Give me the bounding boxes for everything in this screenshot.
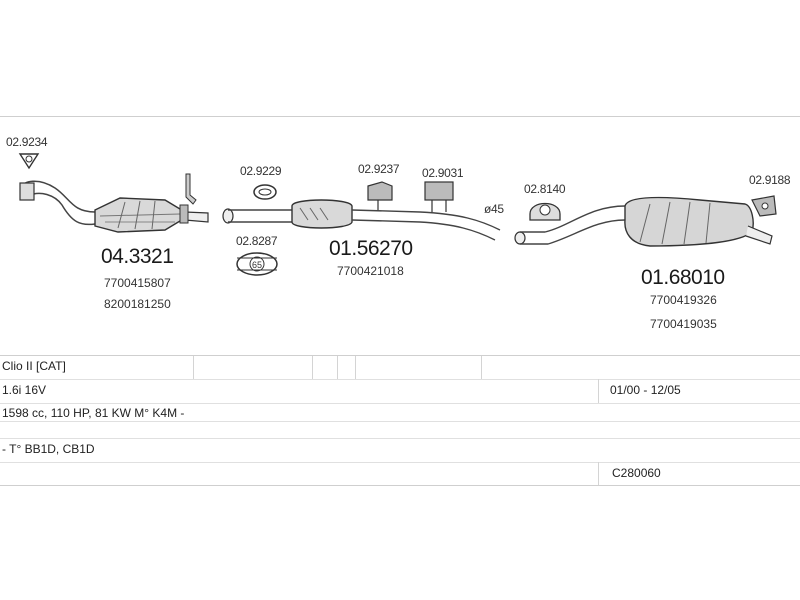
part-number-hanger-b: 02.9031 bbox=[422, 166, 464, 180]
hanger-a-icon[interactable] bbox=[367, 181, 393, 210]
rear-silencer-icon[interactable] bbox=[514, 196, 773, 247]
table-line-2 bbox=[0, 379, 800, 380]
part-number-mount-c: 02.8140 bbox=[524, 182, 566, 196]
table-model: Clio II [CAT] bbox=[2, 359, 66, 373]
table-divider-7 bbox=[598, 462, 599, 485]
exhaust-parts-drawing: 65 bbox=[18, 153, 777, 276]
catalyst-oe-number-1: 7700415807 bbox=[104, 276, 171, 290]
mount-rubber-icon[interactable] bbox=[529, 202, 561, 221]
table-divider-6 bbox=[598, 379, 599, 403]
table-types: - T° BB1D, CB1D bbox=[2, 442, 95, 456]
table-dates: 01/00 - 12/05 bbox=[610, 383, 681, 397]
table-line-5 bbox=[0, 438, 800, 439]
mount-bracket-icon[interactable] bbox=[751, 195, 777, 217]
table-divider-1 bbox=[193, 356, 194, 379]
middle-oe-number: 7700421018 bbox=[337, 264, 404, 278]
table-line-4 bbox=[0, 421, 800, 422]
part-number-hanger-a: 02.9237 bbox=[358, 162, 400, 176]
catalyst-part-icon[interactable] bbox=[19, 173, 209, 233]
table-engine: 1.6i 16V bbox=[2, 383, 47, 397]
table-code: C280060 bbox=[612, 466, 661, 480]
table-line-6 bbox=[0, 462, 800, 463]
catalyst-part-number: 04.3321 bbox=[101, 245, 174, 268]
frame-top-border bbox=[0, 116, 800, 117]
table-line-3 bbox=[0, 403, 800, 404]
rear-oe-number-2: 7700419035 bbox=[650, 317, 717, 331]
table-line-1 bbox=[0, 355, 800, 356]
gasket-ring-icon[interactable] bbox=[253, 184, 277, 200]
gasket-clamp-icon[interactable]: 65 bbox=[236, 252, 278, 276]
table-line-7 bbox=[0, 485, 800, 486]
gasket-mark: 65 bbox=[252, 260, 262, 270]
rear-oe-number-1: 7700419326 bbox=[650, 293, 717, 307]
diagram-frame bbox=[0, 116, 800, 486]
hanger-b-icon[interactable] bbox=[424, 181, 454, 212]
part-number-gasket-top: 02.9229 bbox=[240, 164, 282, 178]
table-specs: 1598 cc, 110 HP, 81 KW M° K4M - bbox=[2, 406, 185, 420]
catalyst-oe-number-2: 8200181250 bbox=[104, 297, 171, 311]
table-divider-5 bbox=[481, 356, 482, 379]
part-number-gasket-bottom: 02.8287 bbox=[236, 234, 278, 248]
middle-part-number: 01.56270 bbox=[329, 237, 413, 260]
table-divider-2 bbox=[312, 356, 313, 379]
table-divider-3 bbox=[337, 356, 338, 379]
part-number-clamp: 02.9234 bbox=[6, 135, 48, 149]
pipe-diameter-label: ø45 bbox=[484, 202, 504, 216]
part-number-mount-d: 02.9188 bbox=[749, 173, 791, 187]
table-divider-4 bbox=[355, 356, 356, 379]
middle-silencer-icon[interactable] bbox=[222, 199, 501, 241]
rear-part-number: 01.68010 bbox=[641, 266, 725, 289]
clamp-triangle-icon[interactable] bbox=[18, 153, 40, 170]
